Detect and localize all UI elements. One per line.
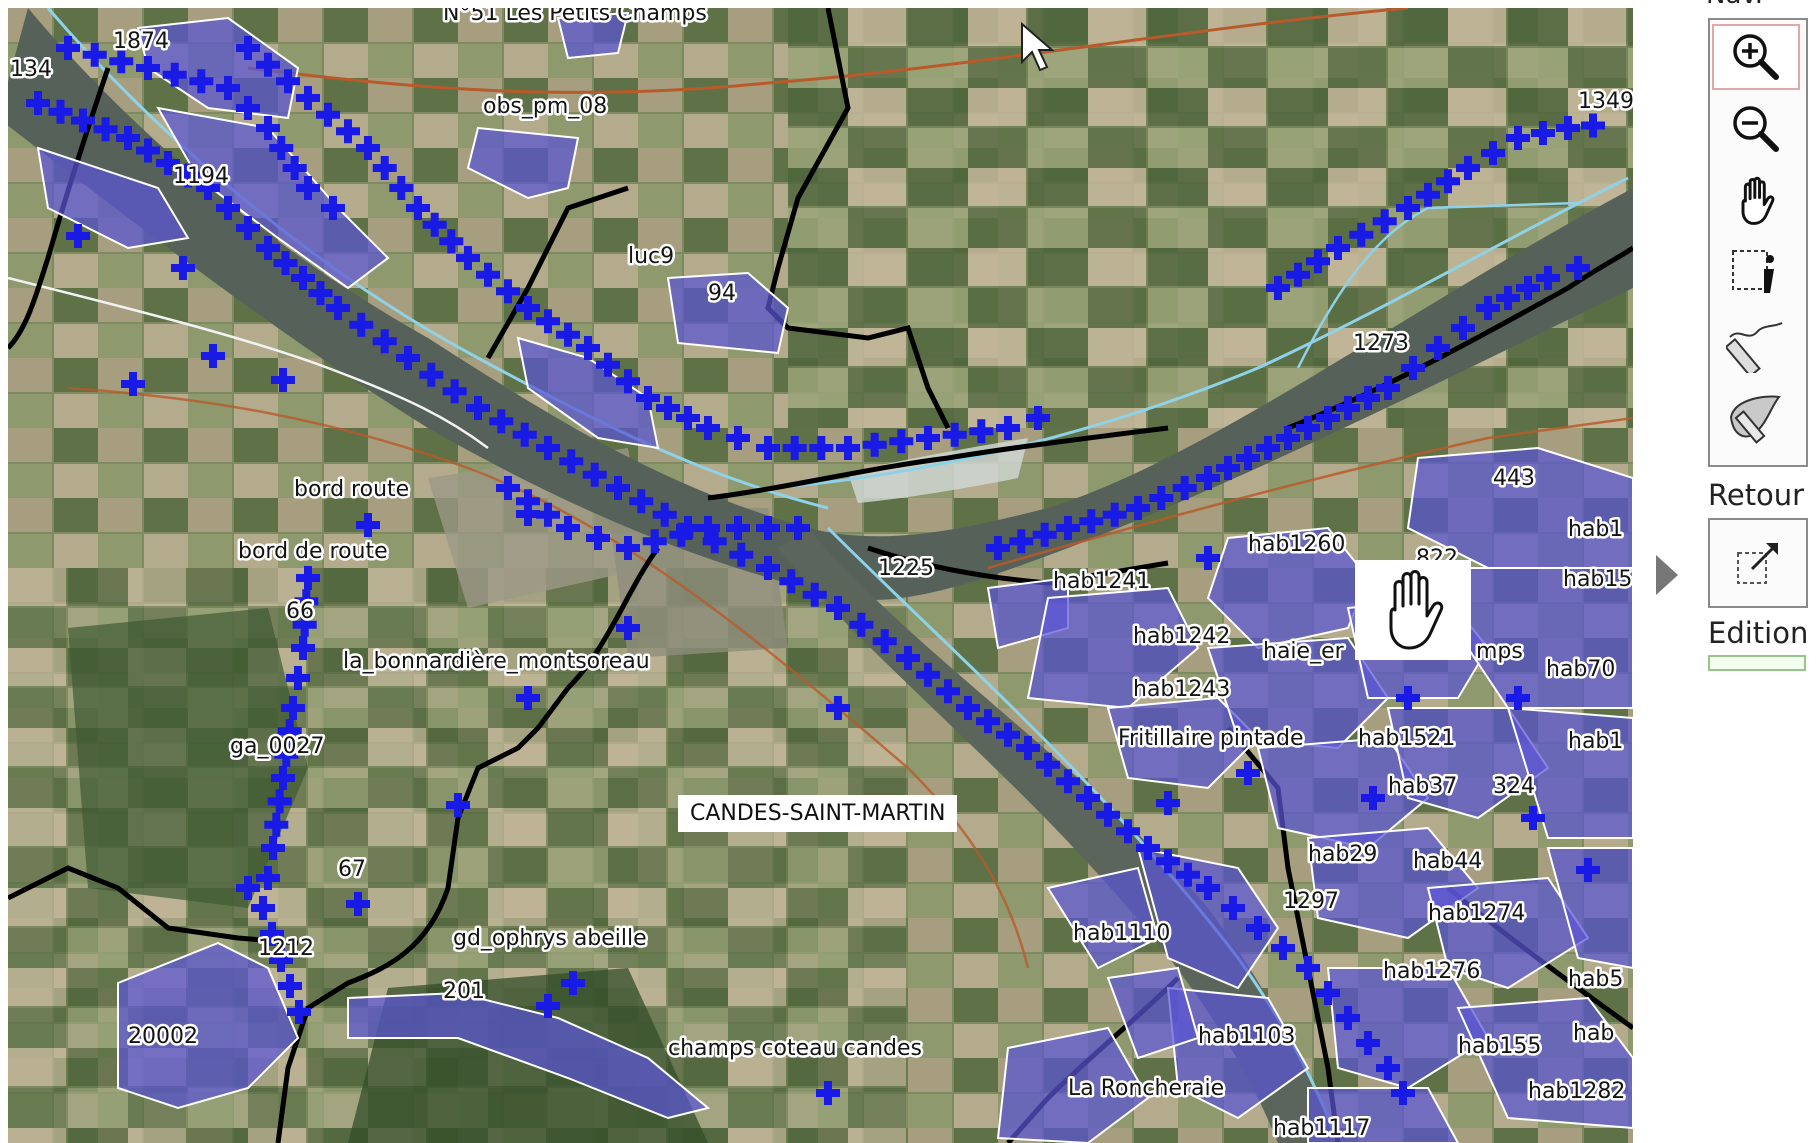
map-label: hab155 — [1458, 1034, 1541, 1059]
map-label: 1225 — [878, 556, 934, 581]
zoom-in-icon — [1733, 34, 1779, 80]
river-line — [46, 8, 829, 510]
pan-hand-icon — [1741, 176, 1775, 225]
map-label: bord route — [294, 477, 409, 502]
commune-border-river — [707, 425, 1169, 501]
info-icon — [1732, 250, 1774, 293]
nav-section-title: Nav. — [1706, 0, 1818, 10]
map-label: la_bonnardière_montsoreau — [343, 649, 650, 674]
nav-toolbox — [1708, 18, 1808, 467]
map-label: haie_er — [1263, 639, 1345, 664]
road-east — [987, 416, 1633, 570]
map-label: 1874 — [113, 29, 169, 54]
map-label: ga_0027 — [230, 734, 324, 759]
map-label: 1194 — [173, 164, 229, 189]
map-label: 134 — [10, 57, 52, 82]
map-label: hab15 — [1563, 567, 1632, 592]
commune-label: CANDES-SAINT-MARTIN — [678, 795, 958, 832]
map-label: 1273 — [1353, 331, 1409, 356]
map-label: obs_pm_08 — [483, 94, 607, 119]
map-label: hab1242 — [1133, 624, 1230, 649]
commune-border-southwest — [8, 865, 299, 946]
retour-section-title: Retour — [1708, 478, 1805, 512]
map-label: hab1117 — [1273, 1116, 1370, 1141]
map-label: hab1 — [1568, 517, 1623, 542]
road-north — [247, 8, 1409, 94]
map-label: hab1241 — [1053, 569, 1150, 594]
map-label: hab1521 — [1358, 726, 1455, 751]
zoom-in-tool[interactable] — [1712, 24, 1800, 90]
mouse-pointer-icon — [1021, 22, 1055, 72]
map-label: mps — [1476, 639, 1523, 664]
map-label: hab37 — [1388, 774, 1457, 799]
map-label: 1297 — [1283, 889, 1339, 914]
measure-area-tool[interactable] — [1712, 384, 1800, 450]
forest-area — [68, 608, 308, 908]
map-label: hab — [1573, 1021, 1614, 1046]
edition-toolbar[interactable] — [1708, 655, 1806, 671]
map-label: bord de route — [238, 539, 388, 564]
map-labels: 1874 134 N°51 Les Petits Champs obs_pm_0… — [8, 8, 1633, 1143]
map-label: gd_ophrys abeille — [453, 926, 647, 951]
map-label: N°51 Les Petits Champs — [443, 8, 707, 26]
retour-arrow-icon — [1737, 543, 1778, 584]
river-vienne — [778, 528, 1338, 1143]
zoom-out-tool[interactable] — [1712, 96, 1800, 162]
map-label: 66 — [286, 599, 314, 624]
map-label: hab44 — [1413, 849, 1482, 874]
map-label: 1349 — [1578, 89, 1633, 114]
river-line-north — [1296, 201, 1579, 369]
map-label: hab29 — [1308, 842, 1377, 867]
measure-area-icon — [1729, 395, 1781, 444]
river-line-east — [767, 176, 1629, 490]
map-label: hab1 — [1568, 729, 1623, 754]
map-label: hab1274 — [1428, 901, 1525, 926]
map-label: 443 — [1493, 466, 1535, 491]
road-white-west — [8, 276, 489, 450]
map-label: Fritillaire pintade — [1118, 726, 1304, 751]
zoom-out-icon — [1733, 106, 1779, 152]
collapse-panel-arrow-icon[interactable] — [1656, 555, 1678, 595]
commune-border-east — [1287, 245, 1633, 431]
map-label: champs coteau candes — [668, 1036, 922, 1061]
map-label: hab1103 — [1198, 1024, 1295, 1049]
map-label: 20002 — [128, 1024, 198, 1049]
map-label: hab5 — [1568, 967, 1623, 992]
map-label: hab70 — [1546, 657, 1615, 682]
map-label: hab1276 — [1383, 959, 1480, 984]
river-loire — [8, 8, 1633, 600]
commune-border-central — [275, 546, 661, 1143]
edition-section-title: Edition — [1708, 616, 1809, 650]
map-label: hab1243 — [1133, 677, 1230, 702]
map-label: 67 — [338, 857, 366, 882]
retour-button[interactable] — [1708, 518, 1808, 608]
map-label: luc9 — [628, 244, 674, 269]
map-label: La Roncheraie — [1068, 1076, 1224, 1101]
map-label: 94 — [708, 281, 736, 306]
pan-tool[interactable] — [1712, 168, 1800, 234]
map-label: 1212 — [258, 936, 314, 961]
commune-border-west — [8, 67, 111, 350]
measure-line-tool[interactable] — [1712, 312, 1800, 378]
measure-line-icon — [1726, 322, 1783, 373]
map-label: 324 — [1493, 774, 1535, 799]
map-label: hab1282 — [1528, 1079, 1625, 1104]
commune-border-loire — [485, 185, 629, 360]
info-tool[interactable] — [1712, 240, 1800, 306]
map-label: 201 — [443, 979, 485, 1004]
background-fields-north — [788, 8, 1633, 428]
map-label: hab1260 — [1248, 532, 1345, 557]
map-label: hab1110 — [1073, 921, 1170, 946]
pan-hand-cursor-icon — [1355, 560, 1471, 660]
